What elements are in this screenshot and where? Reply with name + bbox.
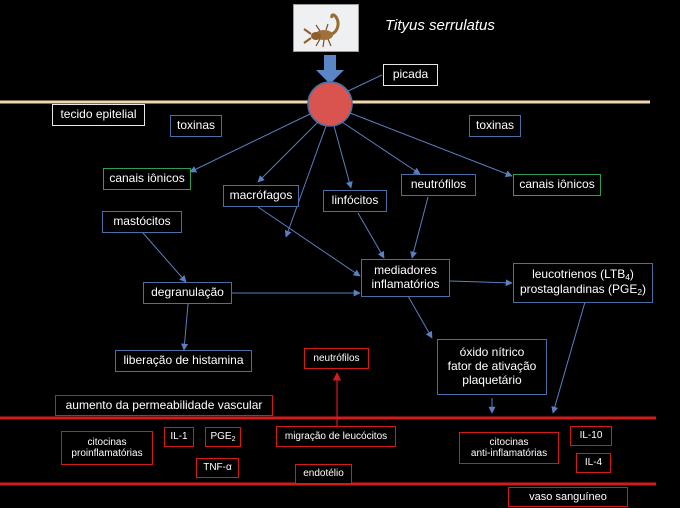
mastocitos-box: mastócitos — [102, 211, 182, 233]
histamina-box: liberação de histamina — [115, 350, 252, 372]
leucotrienos-prostaglandinas-box: leucotrienos (LTB4) prostaglandinas (PGE… — [513, 263, 653, 303]
endotelio-box: endotélio — [295, 464, 352, 484]
arrow-linfocitos-mediadores — [357, 212, 385, 259]
arrow-bite-linfocitos — [284, 125, 327, 238]
canais-ionicos-left: canais iônicos — [103, 168, 191, 190]
prostaglandinas-label: prostaglandinas (PGE2) — [519, 282, 647, 298]
species-title: Tityus serrulatus — [385, 17, 495, 34]
neutrofilos-box: neutrófilos — [401, 174, 476, 196]
toxinas-left: toxinas — [170, 115, 222, 137]
il10-box: IL-10 — [570, 426, 612, 446]
macrofagos-box: macrófagos — [223, 185, 299, 207]
migracao-leucocitos-box: migração de leucócitos — [276, 426, 396, 447]
scorpion-image — [293, 4, 359, 52]
il1-box: IL-1 — [164, 427, 194, 447]
canais-ionicos-right: canais iônicos — [513, 174, 601, 196]
leucotrienos-label: leucotrienos (LTB4) — [532, 267, 634, 283]
arrow-mediadores-leuco — [449, 279, 513, 287]
tnf-alpha-box: TNF-α — [196, 458, 239, 478]
vaso-sanguineo-box: vaso sanguíneo — [508, 487, 628, 507]
bite-arrow — [316, 55, 344, 84]
arrow-bite-canais-right — [349, 112, 513, 177]
arrow-macrofagos-mediadores — [257, 206, 361, 277]
arrow-mastocitos-degranulacao — [142, 232, 187, 283]
arrow-bite-neutrofilos — [341, 121, 421, 175]
il4-box: IL-4 — [576, 453, 611, 473]
permeabilidade-box: aumento da permeabilidade vascular — [55, 395, 273, 416]
neutrofilos-migrated-box: neutrófilos — [304, 348, 369, 369]
arrow-leuco-vessel — [551, 301, 586, 414]
bite-circle — [307, 81, 353, 127]
arrow-mediadores-oxido — [407, 295, 433, 339]
pge2-box: PGE2 — [205, 427, 241, 447]
arrow-bite-canais-left — [189, 113, 311, 173]
arrow-bite-macrofagos — [257, 121, 319, 183]
picada-label: picada — [383, 64, 438, 86]
toxinas-right: toxinas — [469, 115, 521, 137]
arrow-neutrofilos-mediadores — [410, 196, 429, 259]
degranulacao-box: degranulação — [143, 282, 232, 304]
arrow-bite-linfocitos2 — [333, 125, 353, 189]
picada-connector — [345, 74, 383, 93]
arrow-degranulacao-histamina — [181, 303, 189, 351]
tecido-epitelial-label: tecido epitelial — [52, 104, 145, 126]
linfocitos-box: linfócitos — [323, 190, 387, 212]
scorpion-icon — [303, 13, 340, 48]
